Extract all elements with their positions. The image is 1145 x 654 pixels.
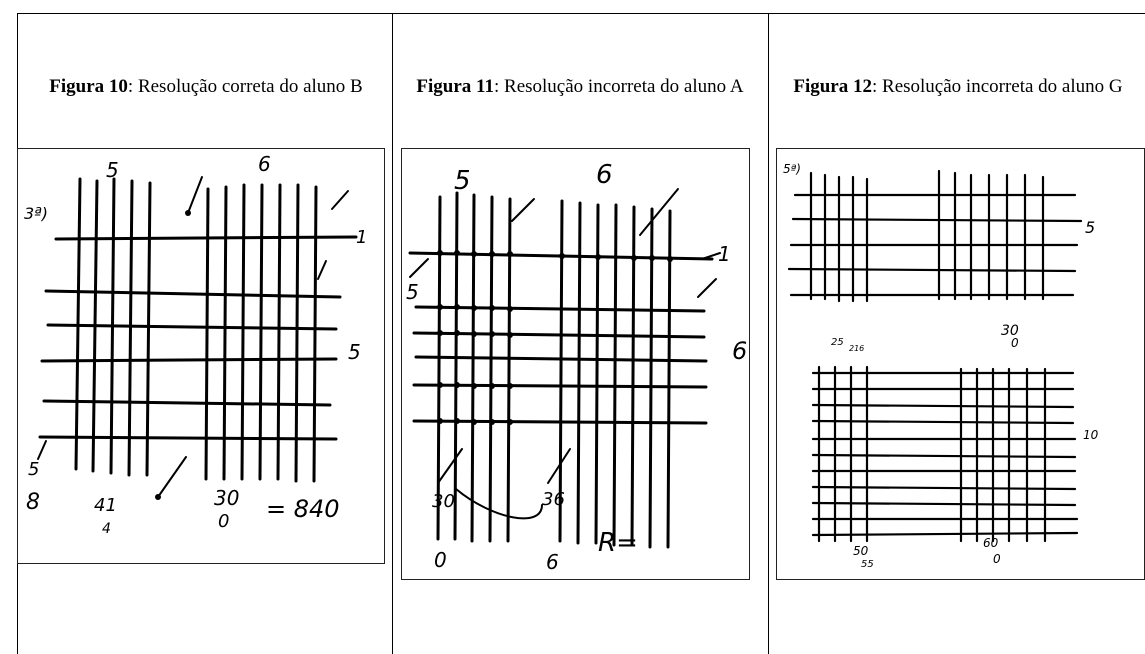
hand-label: 3ª) <box>24 204 48 223</box>
hand-digit: 6 <box>732 337 747 365</box>
hand-digit: 6 <box>546 550 559 574</box>
hand-digit: 55 <box>861 559 874 570</box>
hand-digit: 25 <box>831 337 844 348</box>
caption-text: : Resolução correta do aluno B <box>127 76 363 97</box>
hand-digit: 10 <box>1083 428 1099 442</box>
figure-12-caption: Figura 12: Resolução incorreta do aluno … <box>774 71 1142 102</box>
figure-11-image: 5 6 1 5 6 30 0 36 6 R= <box>401 148 750 580</box>
column-divider <box>392 13 393 654</box>
figure-12-image: 5ª) 5 25 216 30 0 10 50 55 60 0 <box>776 148 1145 580</box>
hand-digit: 8 <box>26 490 40 515</box>
hand-label: 5ª) <box>783 162 801 176</box>
hand-digit: 30 <box>214 486 239 510</box>
hand-digit: 216 <box>849 344 864 353</box>
hand-digit: 5 <box>1085 218 1095 237</box>
hand-digit: 0 <box>1011 336 1019 350</box>
caption-text: : Resolução incorreta do aluno A <box>494 76 744 97</box>
caption-text: : Resolução incorreta do aluno G <box>872 76 1123 97</box>
hand-digit: 0 <box>218 511 229 532</box>
hand-digit: 1 <box>356 227 367 248</box>
hand-digit: 0 <box>993 552 1001 566</box>
hand-digit: 1 <box>718 242 731 266</box>
figure-10-caption: Figura 10: Resolução correta do aluno B <box>24 71 388 102</box>
hand-digit: 36 <box>542 489 565 510</box>
hand-digit: 41 <box>94 495 117 516</box>
hand-digit: 5 <box>454 166 471 196</box>
hand-digit: 5 <box>106 158 119 182</box>
hand-digit: 4 <box>102 521 111 537</box>
hand-digit: 5 <box>406 280 419 304</box>
hand-digit: 30 <box>1001 323 1019 339</box>
column-divider <box>768 13 769 654</box>
hand-answer: = 840 <box>266 495 340 523</box>
figure-label: Figura 11 <box>416 76 494 97</box>
hand-digit: 50 <box>853 544 869 558</box>
hand-digit: 5 <box>348 340 361 364</box>
figure-11-caption: Figura 11: Resolução incorreta do aluno … <box>398 71 762 102</box>
hand-digit: 60 <box>983 536 999 550</box>
hand-answer: R= <box>598 528 638 558</box>
figure-10-image: 5 6 3ª) 1 5 5 8 41 4 30 0 = 840 <box>17 148 385 564</box>
hand-digit: 30 <box>432 491 455 512</box>
hand-digit: 6 <box>596 160 613 190</box>
figure-label: Figura 12 <box>793 76 872 97</box>
figure-label: Figura 10 <box>49 76 128 97</box>
hand-digit: 5 <box>28 459 39 480</box>
hand-digit: 0 <box>434 548 447 572</box>
hand-digit: 6 <box>258 152 271 176</box>
